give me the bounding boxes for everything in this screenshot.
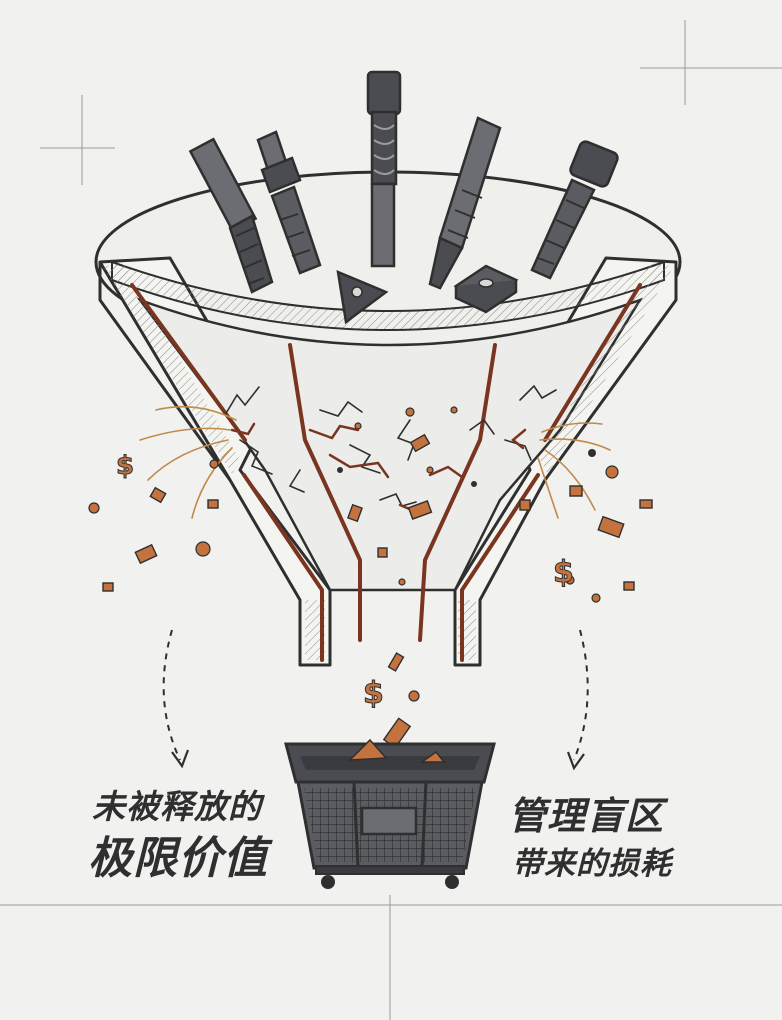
debris-spray: $ $ $ [88, 405, 653, 749]
screw-drill-icon [366, 70, 402, 268]
twist-drill-icon [428, 116, 502, 290]
caption-right-line1: 管理盲区 [508, 794, 665, 838]
waste-bin-icon [284, 738, 496, 889]
carbide-drill-icon [530, 140, 619, 280]
currency-symbol-right: $ [553, 555, 574, 590]
tool-holder-icon [256, 130, 322, 275]
caption-left-line2: 极限价值 [88, 833, 268, 884]
crop-marks [0, 20, 782, 1020]
square-insert-icon [453, 264, 519, 314]
dashed-arrow-right [566, 629, 589, 771]
caption-left-line1: 未被释放的 [92, 787, 262, 826]
triangle-insert-icon [336, 269, 389, 325]
end-mill-icon [188, 137, 274, 294]
currency-symbol-left: $ [116, 451, 134, 481]
currency-symbol-center: $ [363, 676, 384, 711]
dashed-arrow-left [162, 629, 190, 769]
caption-right-line2: 带来的损耗 [512, 846, 672, 882]
